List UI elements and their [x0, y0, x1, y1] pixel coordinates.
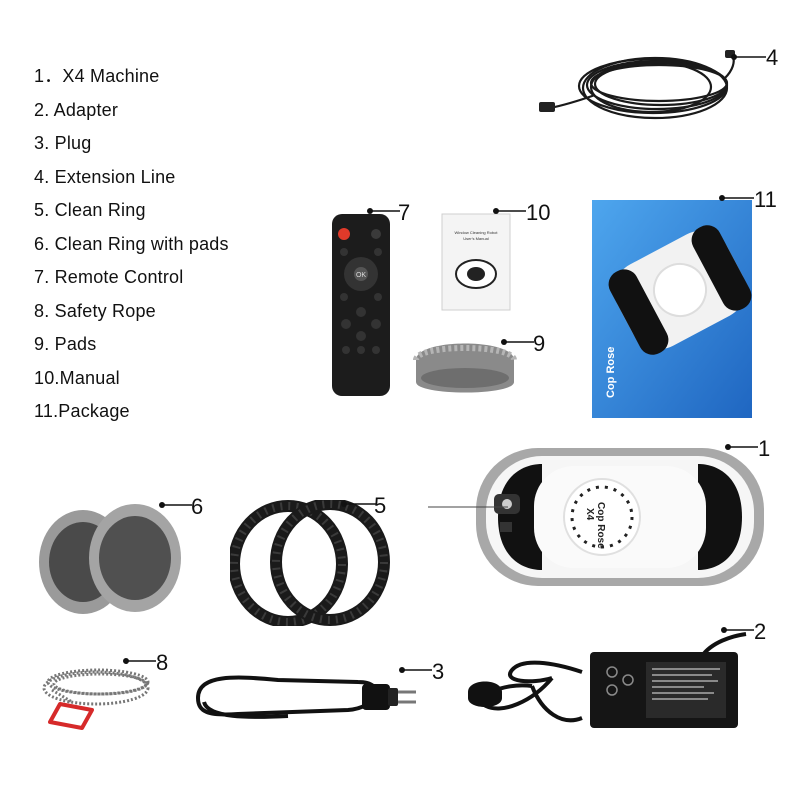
callout-3: 3 — [432, 659, 445, 684]
safety-rope-image — [42, 668, 150, 730]
callout-line-2 — [721, 627, 754, 633]
adapter-image — [468, 632, 747, 728]
callout-line-7 — [367, 208, 400, 214]
parts-list-item: 8. Safety Rope — [34, 300, 156, 321]
package-image: Cop Rose — [592, 200, 752, 418]
parts-list-item: 6. Clean Ring with pads — [34, 233, 229, 254]
callout-9: 9 — [533, 331, 546, 356]
pads-image — [413, 343, 517, 393]
machine-brand-text: Cop Rose — [595, 502, 606, 549]
callout-line-8 — [123, 658, 156, 664]
clean-ring-with-pads-image — [39, 504, 181, 614]
parts-list-item: 10.Manual — [34, 367, 120, 388]
callout-7: 7 — [398, 200, 411, 225]
manual-title-line-1: Window Cleaning Robot — [455, 230, 499, 235]
callout-line-11 — [719, 195, 754, 201]
callout-line-machine-pointer — [428, 506, 508, 508]
manual-image: Window Cleaning Robot User's Manual — [441, 213, 511, 311]
remote-control-image: OK — [332, 214, 390, 396]
callout-6: 6 — [191, 494, 204, 519]
manual-title-line-2: User's Manual — [463, 236, 489, 241]
parts-list-item: 9. Pads — [34, 334, 97, 354]
callout-line-6 — [159, 502, 192, 508]
package-brand-text: Cop Rose — [605, 347, 617, 398]
machine-model-text: X4 — [584, 508, 595, 521]
remote-ok-label: OK — [356, 272, 366, 279]
callout-line-9 — [501, 339, 534, 345]
clean-ring-image — [230, 500, 390, 626]
parts-list-item: 5. Clean Ring — [34, 200, 146, 220]
callout-8: 8 — [156, 650, 169, 675]
parts-list-item: 11.Package — [34, 401, 130, 421]
parts-list-item: 7. Remote Control — [34, 267, 184, 287]
parts-list-item: 1．X4 Machine — [34, 66, 160, 86]
callout-5: 5 — [374, 493, 387, 518]
callout-1: 1 — [758, 436, 771, 461]
callout-line-4 — [731, 54, 766, 60]
parts-list-item: 2. Adapter — [34, 99, 119, 120]
callout-10: 10 — [526, 200, 551, 225]
callout-line-5 — [341, 501, 376, 507]
parts-list-item: 3. Plug — [34, 133, 92, 153]
callout-line-3 — [399, 667, 432, 673]
parts-list: 1．X4 Machine 2. Adapter 3. Plug 4. Exten… — [34, 60, 229, 429]
parts-list-item: 4. Extension Line — [34, 166, 176, 187]
plug-image — [195, 675, 416, 719]
callout-line-10 — [493, 208, 526, 214]
callout-2: 2 — [754, 619, 767, 644]
extension-line-image — [539, 50, 735, 120]
callout-line-1 — [725, 444, 758, 450]
callout-4: 4 — [766, 45, 779, 70]
callout-11: 11 — [754, 187, 777, 212]
x4-machine-image: Cop Rose X4 — [476, 448, 764, 586]
